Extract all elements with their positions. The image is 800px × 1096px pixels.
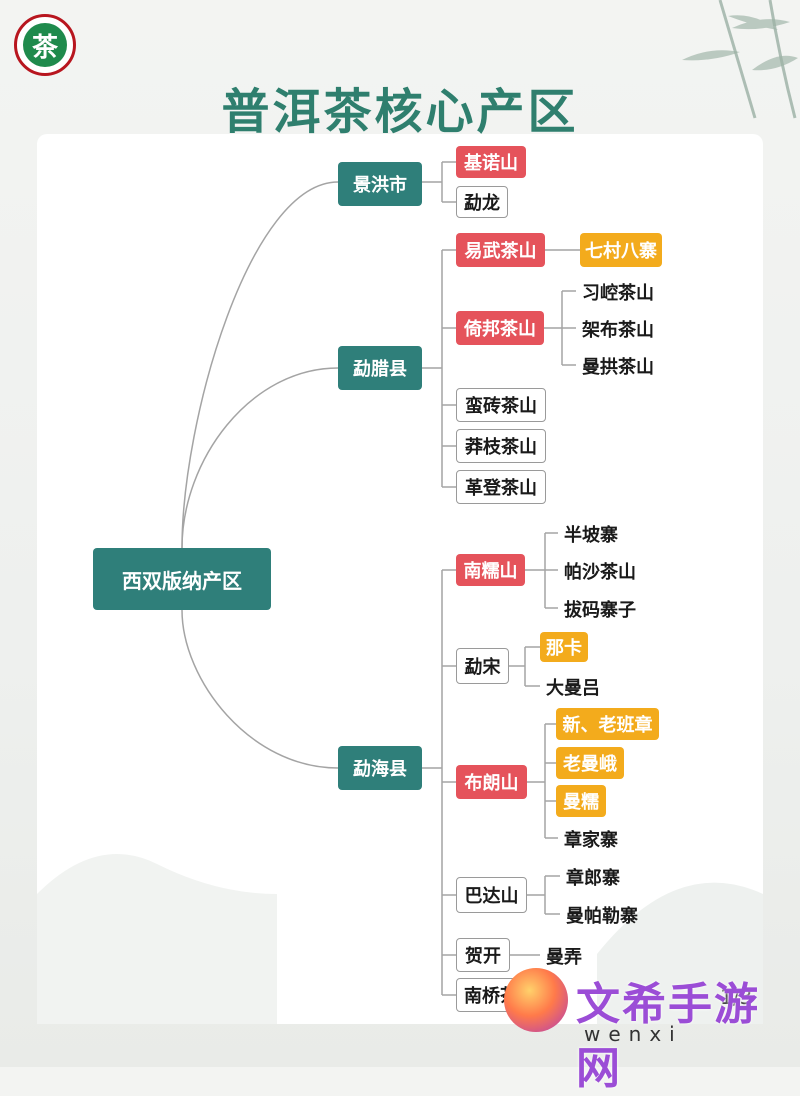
node-jiabu: 架布茶山 <box>582 320 654 341</box>
region-node-mengla: 勐腊县 <box>338 346 422 390</box>
node-qicunbazhai: 七村八寨 <box>580 233 662 267</box>
node-bada: 巴达山 <box>456 877 527 913</box>
region-node-jinghong: 景洪市 <box>338 162 422 206</box>
node-jinuoshan: 基诺山 <box>456 146 526 178</box>
node-pasha: 帕沙茶山 <box>564 562 636 583</box>
node-mannuo: 曼糯 <box>556 785 606 817</box>
node-nannuo: 南糯山 <box>456 554 525 586</box>
page-number: 1/3 <box>720 985 753 1009</box>
mountain-decoration <box>37 854 763 1024</box>
node-zhangjiazhai: 章家寨 <box>564 830 618 851</box>
node-banzhang: 新、老班章 <box>556 708 659 740</box>
node-manpalezhai: 曼帕勒寨 <box>566 906 638 927</box>
node-bamazhaizi: 拔码寨子 <box>564 600 636 621</box>
region-node-menghai: 勐海县 <box>338 746 422 790</box>
node-xikong: 习崆茶山 <box>582 283 654 304</box>
node-zhanglangzhai: 章郎寨 <box>566 868 620 889</box>
node-manzhuan: 蛮砖茶山 <box>456 388 546 422</box>
node-laomane: 老曼峨 <box>556 747 624 779</box>
node-naka: 那卡 <box>540 632 588 662</box>
bamboo-decoration-icon <box>682 0 798 119</box>
root-node: 西双版纳产区 <box>93 548 271 610</box>
node-bulang: 布朗山 <box>456 765 527 799</box>
node-yiwu: 易武茶山 <box>456 233 545 267</box>
page-title: 普洱茶核心产区 <box>221 84 579 140</box>
node-banpozhai: 半坡寨 <box>564 525 618 546</box>
node-gedeng: 革登茶山 <box>456 470 546 504</box>
node-menglong: 勐龙 <box>456 186 508 218</box>
watermark-logo-icon <box>504 968 568 1032</box>
diagram-card <box>37 134 763 1024</box>
node-hekai: 贺开 <box>456 938 510 972</box>
diagram-connectors <box>181 161 580 996</box>
node-damanlv: 大曼吕 <box>546 678 600 699</box>
brand-logo: 茶 <box>14 14 76 76</box>
watermark-subtext: wenxi <box>584 1022 683 1046</box>
node-yibang: 倚邦茶山 <box>456 311 544 345</box>
node-mannong: 曼弄 <box>546 947 582 968</box>
node-mangzhi: 莽枝茶山 <box>456 429 546 463</box>
tea-logo-icon: 茶 <box>23 23 67 67</box>
node-mengsong: 勐宋 <box>456 648 509 684</box>
node-manggong: 曼拱茶山 <box>582 357 654 378</box>
